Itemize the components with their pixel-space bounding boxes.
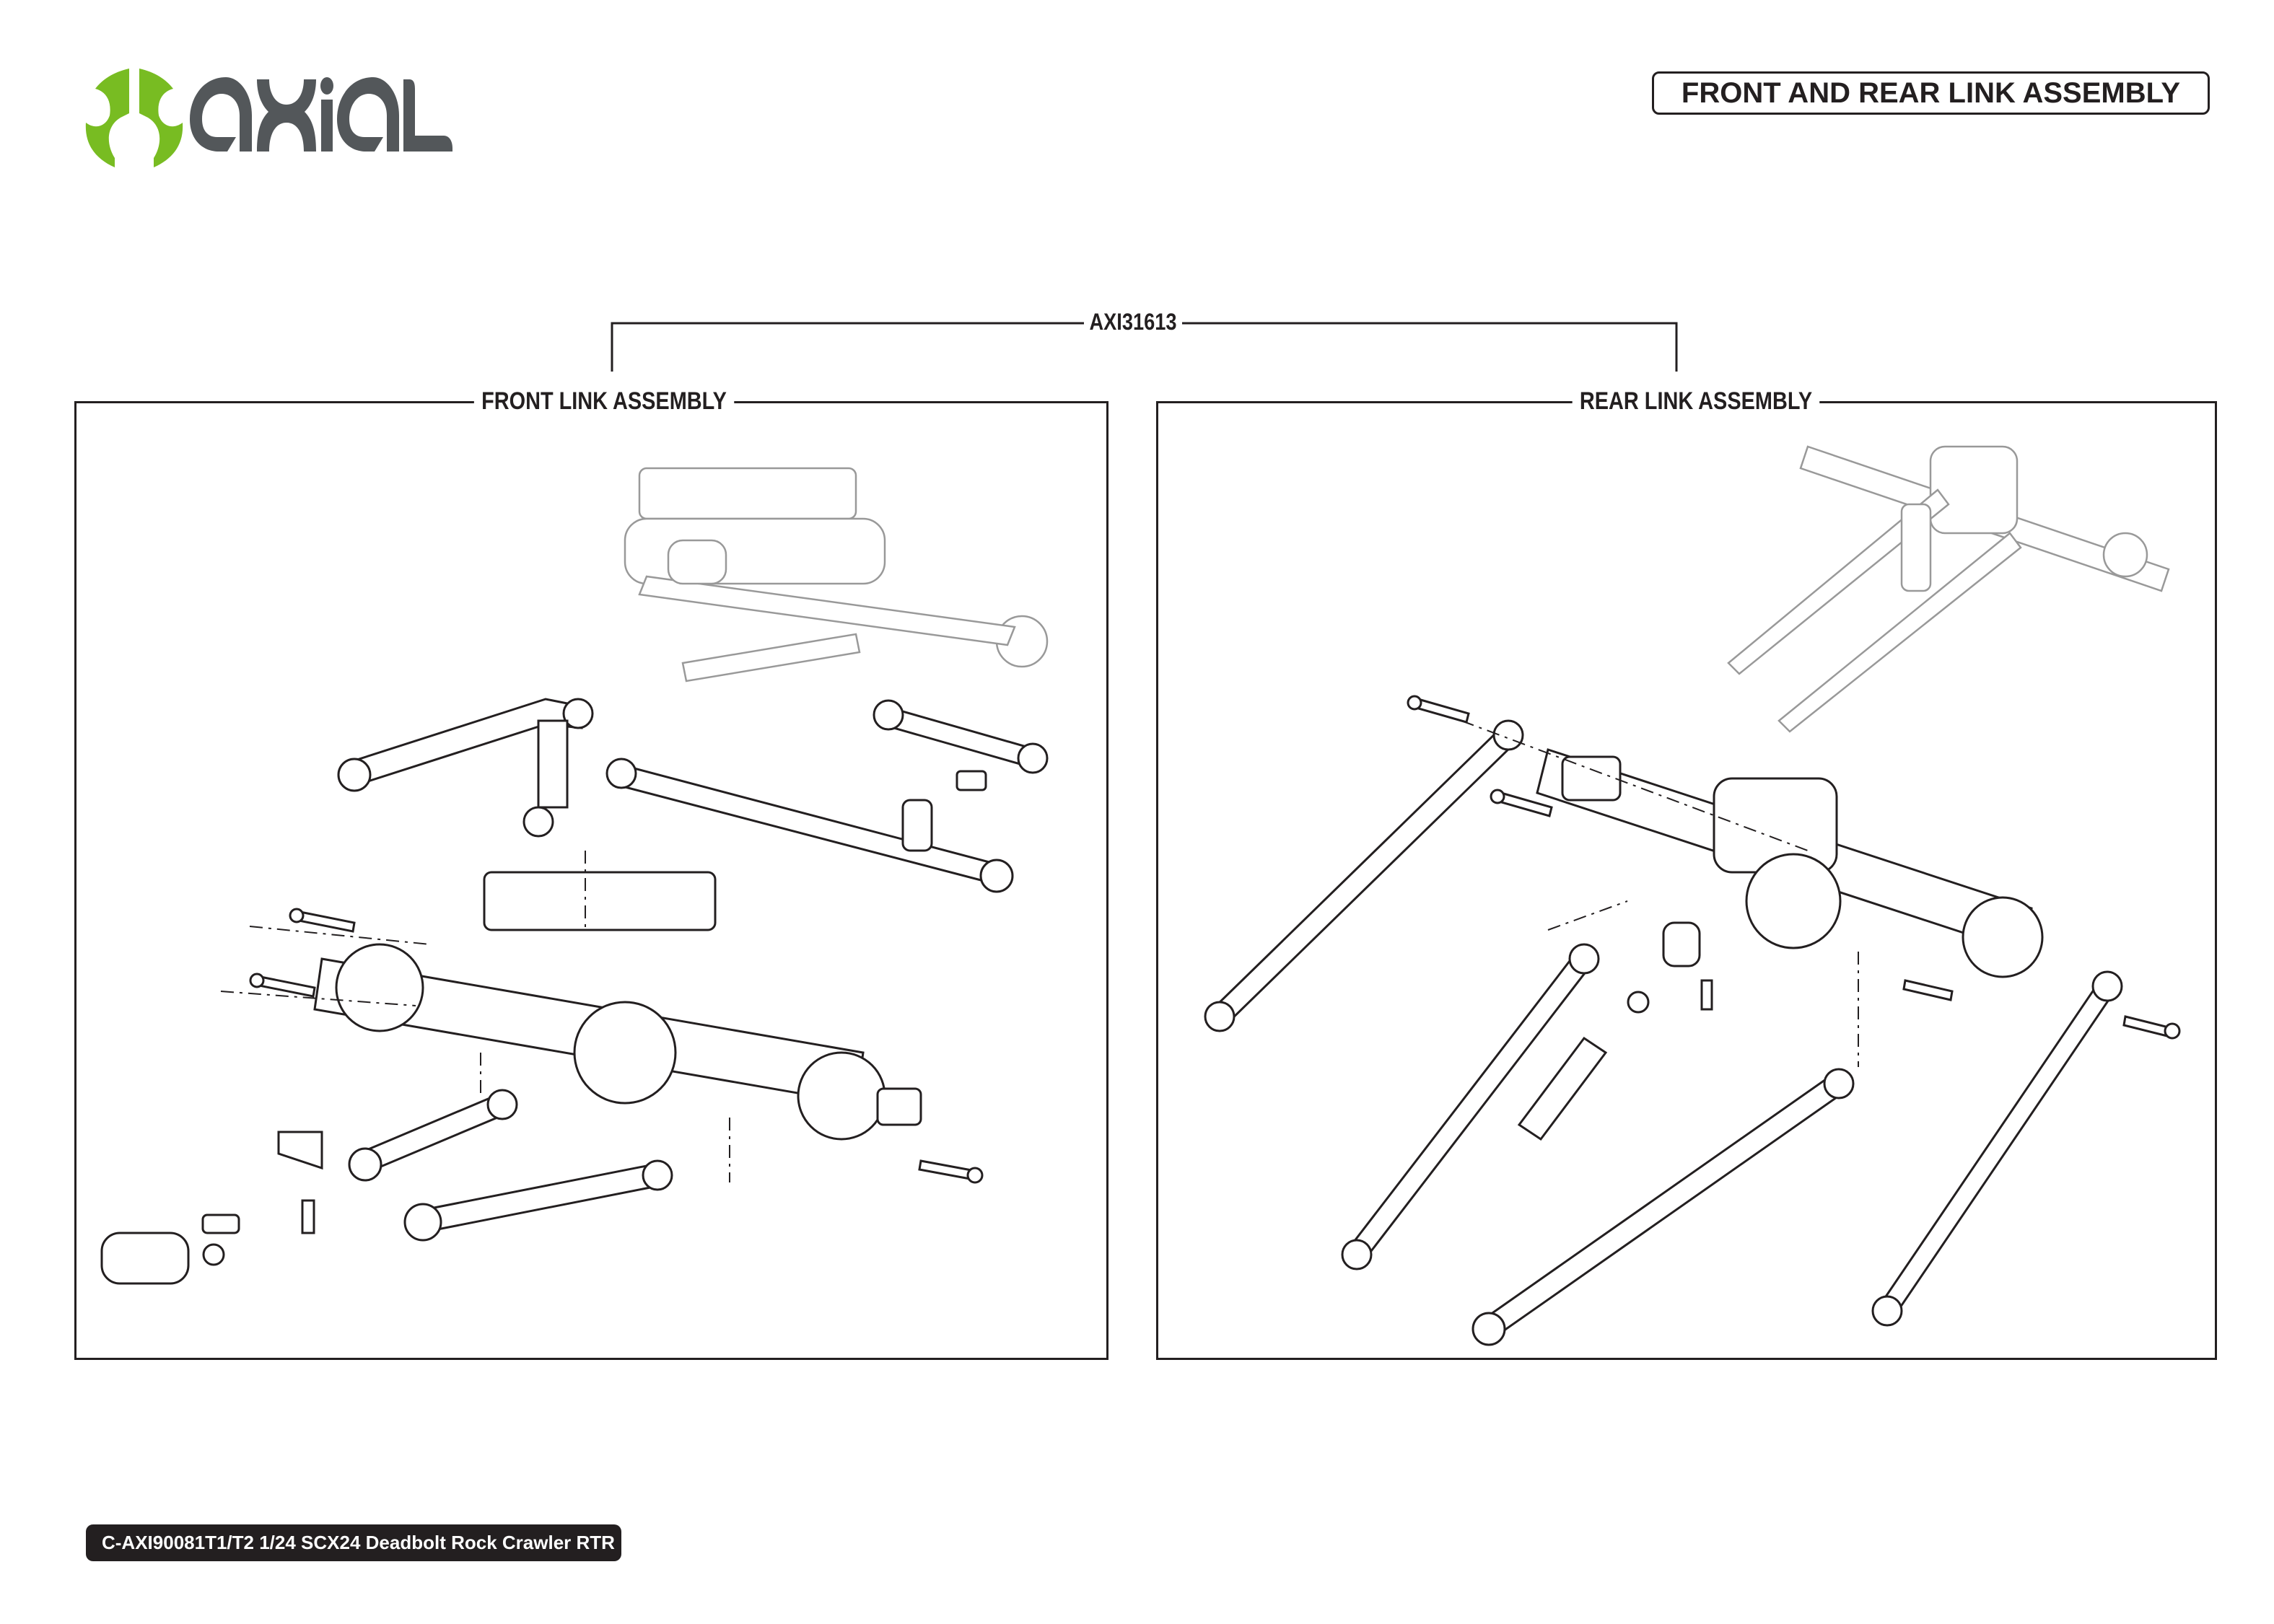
page-title: FRONT AND REAR LINK ASSEMBLY	[1652, 71, 2210, 115]
axial-wordmark	[190, 77, 452, 152]
axial-logo	[85, 69, 452, 167]
front-link-assembly-panel: FRONT LINK ASSEMBLY	[74, 387, 1108, 1360]
rear-link-diagram	[1204, 445, 2181, 1346]
lower-links	[348, 1089, 673, 1242]
rear-assembly-guide-lines	[1461, 720, 1859, 1067]
screws	[249, 770, 987, 1234]
drag-link	[605, 758, 1014, 893]
front-link-diagram	[100, 467, 1049, 1285]
rear-axle-housing	[1536, 748, 2044, 978]
rear-link-assembly-panel: REAR LINK ASSEMBLY	[1156, 387, 2217, 1360]
driveshaft-parts	[100, 1131, 323, 1285]
axial-emblem-icon	[85, 69, 183, 167]
rear-links	[1204, 719, 2123, 1346]
rear-driveshaft-parts	[1517, 921, 1701, 1141]
footer-model-label: C-AXI90081T1/T2 1/24 SCX24 Deadbolt Rock…	[86, 1524, 621, 1561]
servo-link	[873, 699, 1049, 774]
front-axle-housing	[313, 871, 922, 1141]
assembly-guide-lines	[220, 851, 730, 1182]
steering-link-upper	[337, 698, 594, 838]
front-axle-reference-illustration	[624, 467, 1049, 682]
front-panel-label: FRONT LINK ASSEMBLY	[473, 387, 735, 416]
part-number: AXI31613	[1084, 309, 1182, 335]
rear-panel-label: REAR LINK ASSEMBLY	[1572, 387, 1820, 416]
rear-axle-reference-illustration	[1727, 445, 2170, 733]
